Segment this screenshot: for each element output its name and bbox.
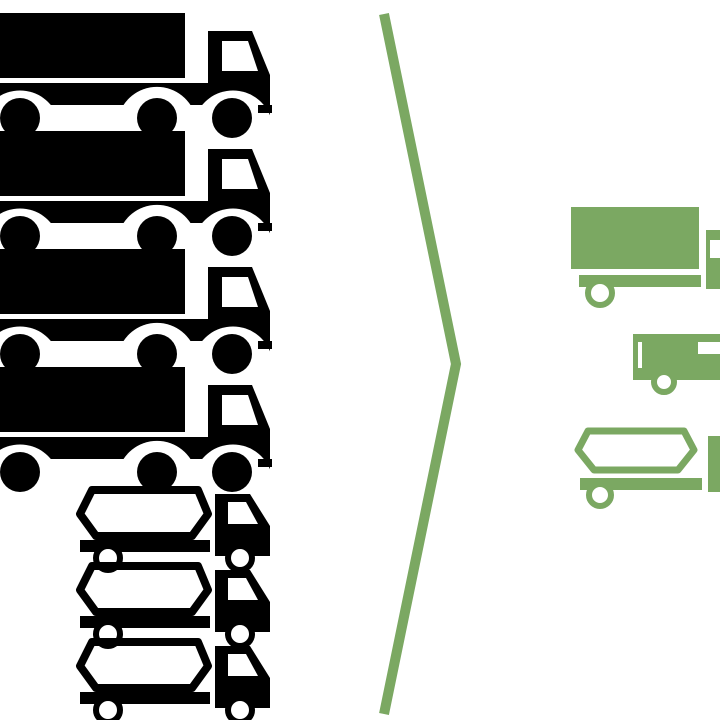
box-truck-icon <box>0 367 272 492</box>
small-van-icon <box>633 334 720 395</box>
skip-loader-truck-icon <box>574 427 720 509</box>
box-truck-icon <box>0 13 272 138</box>
after-fleet <box>571 207 720 509</box>
skip-loader-truck-icon <box>80 566 270 646</box>
skip-loader-truck-icon <box>80 490 270 570</box>
box-truck-icon <box>0 249 272 374</box>
skip-loader-truck-icon <box>80 642 270 720</box>
chevron-right-icon <box>379 12 462 716</box>
box-truck-icon <box>571 207 720 308</box>
box-truck-icon <box>0 131 272 256</box>
before-fleet <box>0 13 272 720</box>
